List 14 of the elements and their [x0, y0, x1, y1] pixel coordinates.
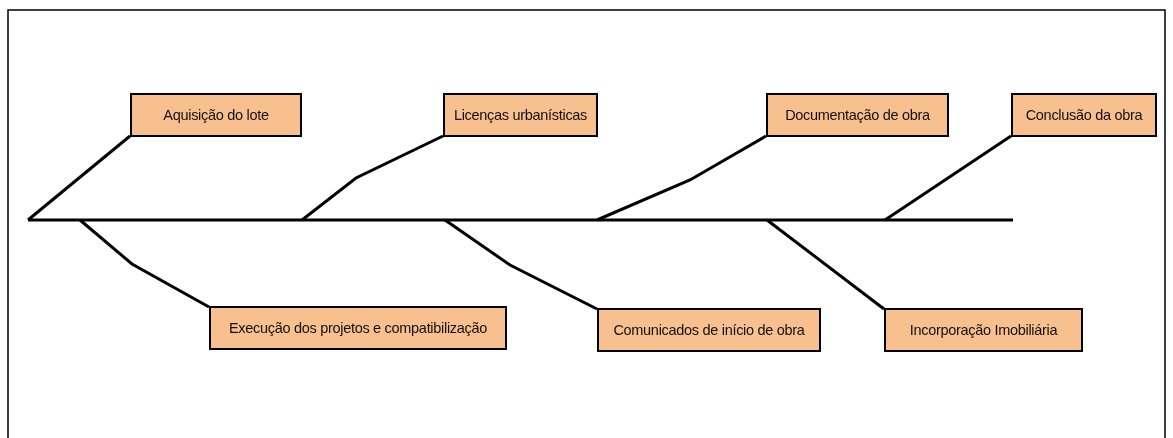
category-box: Incorporação Imobiliária	[884, 308, 1083, 352]
category-box: Licenças urbanísticas	[443, 93, 598, 137]
category-box: Documentação de obra	[766, 93, 949, 137]
branch-line	[79, 218, 210, 309]
category-box: Aquisição do lote	[130, 93, 302, 137]
branch-line	[884, 134, 1012, 222]
branch-line	[301, 134, 444, 222]
branch-line	[766, 218, 885, 311]
category-box: Conclusão da obra	[1011, 93, 1157, 137]
category-box: Comunicados de início de obra	[597, 308, 821, 352]
category-box: Execução dos projetos e compatibilização	[209, 306, 507, 350]
branch-line	[596, 134, 767, 222]
branch-line	[27, 134, 131, 222]
branch-line	[444, 218, 598, 311]
